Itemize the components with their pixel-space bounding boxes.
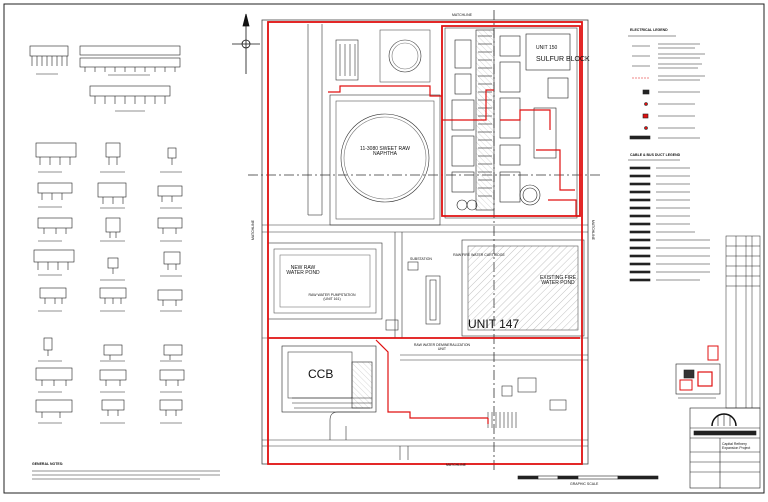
section-detail-cluster-1 xyxy=(29,45,69,75)
cable-legend xyxy=(628,159,710,282)
sheet-border xyxy=(3,3,765,494)
sulfur-block-boundary xyxy=(441,25,581,217)
existing-fire-water-pond xyxy=(461,239,585,337)
pump-station-equipment xyxy=(385,261,441,331)
demin-equipment xyxy=(487,377,567,428)
right-matchline-label: MATCHLINE xyxy=(591,220,595,240)
top-matchline-label: MATCHLINE xyxy=(452,13,472,17)
bottom-matchline-label: MATCHLINE xyxy=(446,463,466,467)
general-notes-title: GENERAL NOTES: xyxy=(32,462,64,466)
left-matchline-label: MATCHLINE xyxy=(251,220,255,240)
north-arrow xyxy=(232,13,260,74)
sweet-naphtha-tank-label: 11-3080 SWEET RAW NAPHTHA xyxy=(360,146,410,157)
project-name-line2: Expansion Project xyxy=(722,446,751,450)
fire-water-pond-label: EXISTING FIRE WATER POND xyxy=(539,275,577,286)
fire-water-cartridge-label: RAW FIRE WATER CARTRIDGE xyxy=(453,253,505,257)
general-notes-lines xyxy=(32,470,220,480)
storage-tank-top xyxy=(379,29,431,83)
sulfur-block-label: SULFUR BLOCK xyxy=(536,56,590,63)
section-detail-cluster-2 xyxy=(79,45,181,76)
cable-legend-title: CABLE & BUS DUCT LEGEND xyxy=(630,153,681,157)
raw-water-pond-label: NEW RAW WATER POND xyxy=(286,265,320,276)
substation-label: SUBSTATION xyxy=(410,257,432,261)
electrical-legend-title: ELECTRICAL LEGEND xyxy=(630,28,668,32)
section-detail-cluster-3 xyxy=(89,85,171,112)
revision-block xyxy=(725,235,761,409)
sweet-naphtha-tank-area xyxy=(329,94,441,226)
work-boundaries xyxy=(267,21,583,465)
unit-147-label: UNIT 147 xyxy=(468,317,520,331)
ccb-building xyxy=(281,345,377,413)
demin-unit-label: RAW WATER DEMINERALIZATION UNIT xyxy=(413,343,471,351)
site-plan xyxy=(248,10,600,470)
pump-station-label: RAW WATER PUMPSTATION (UNIT 161) xyxy=(308,293,356,301)
road-network xyxy=(262,24,588,447)
project-name-line1: Capital Refinery xyxy=(722,442,747,446)
raw-water-pond xyxy=(267,242,383,320)
section-details xyxy=(29,45,220,480)
cable-routes xyxy=(328,85,577,424)
ccb-label: CCB xyxy=(308,367,334,381)
title-block xyxy=(689,407,761,489)
bottom-access-roads xyxy=(329,411,409,460)
section-detail-grid xyxy=(33,142,185,424)
graphic-scale-label: GRAPHIC SCALE xyxy=(570,482,599,486)
electrical-legend xyxy=(628,35,705,140)
process-structures-left xyxy=(335,39,359,81)
key-plan xyxy=(675,345,721,399)
unit-150-label: UNIT 150 xyxy=(536,45,558,51)
overall-work-boundary xyxy=(267,21,583,465)
graphic-scale xyxy=(517,475,659,480)
